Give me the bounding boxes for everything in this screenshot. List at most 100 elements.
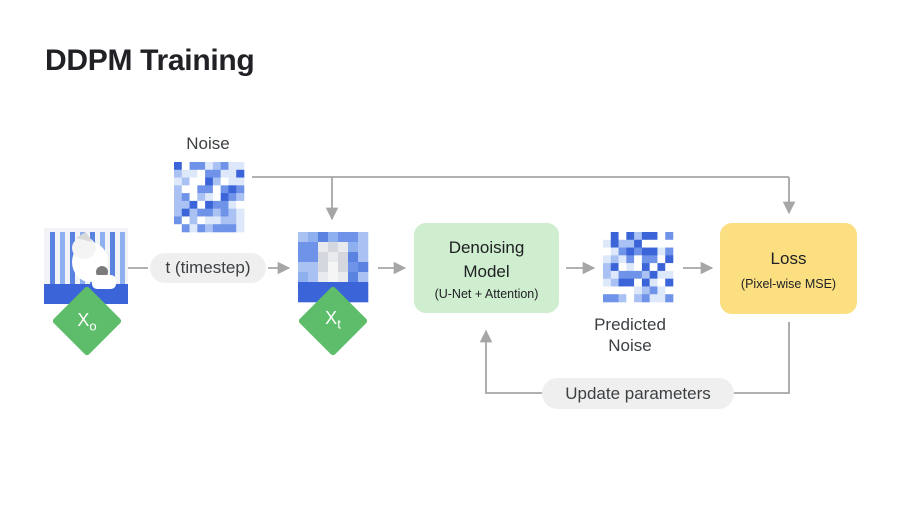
xt-pixel xyxy=(358,272,369,283)
xt-pixel xyxy=(298,292,309,303)
noise-image xyxy=(174,162,245,233)
noise-pixel xyxy=(197,208,206,217)
noise-pixel xyxy=(181,216,190,225)
xt-pixel xyxy=(318,262,329,273)
noise-pixel xyxy=(618,286,627,295)
noise-pixel xyxy=(603,286,612,295)
noise-pixel xyxy=(610,239,619,248)
noise-pixel xyxy=(189,216,198,225)
noise-pixel xyxy=(205,200,214,209)
xt-pixel xyxy=(308,262,319,273)
noise-pixel xyxy=(665,255,674,264)
xt-pixel xyxy=(318,282,329,293)
predicted-noise-image xyxy=(603,232,674,303)
noise-pixel xyxy=(181,193,190,202)
xt-pixel xyxy=(308,242,319,253)
dog-figure xyxy=(72,232,116,289)
noise-pixel xyxy=(603,255,612,264)
noise-pixel xyxy=(618,263,627,272)
xt-pixel xyxy=(318,232,329,243)
loss-subtitle: (Pixel-wise MSE) xyxy=(740,276,837,291)
xt-pixel xyxy=(348,252,359,263)
noise-pixel xyxy=(657,263,666,272)
noise-pixel xyxy=(205,208,214,217)
xt-label: Xt xyxy=(325,308,341,332)
xt-pixel xyxy=(328,232,339,243)
noise-pixel xyxy=(174,169,183,178)
xt-pixel xyxy=(318,272,329,283)
noise-pixel xyxy=(197,177,206,186)
noise-pixel xyxy=(174,185,183,194)
noise-pixel xyxy=(212,162,221,171)
xt-pixel xyxy=(318,242,329,253)
noise-pixel xyxy=(657,294,666,303)
noise-pixel xyxy=(603,278,612,287)
xt-pixel xyxy=(298,242,309,253)
noise-pixel xyxy=(197,193,206,202)
noise-pixel xyxy=(657,255,666,264)
model-subtitle: (U-Net + Attention) xyxy=(434,286,539,301)
noise-pixel xyxy=(657,286,666,295)
noise-pixel xyxy=(189,169,198,178)
noise-pixel xyxy=(189,185,198,194)
noise-pixel xyxy=(634,239,643,248)
noise-pixel xyxy=(665,278,674,287)
noise-pixel xyxy=(610,232,619,241)
noise-pixel xyxy=(641,239,650,248)
noise-pixel xyxy=(181,162,190,171)
noise-pixel xyxy=(236,177,245,186)
noise-pixel xyxy=(649,232,658,241)
xt-pixel xyxy=(348,282,359,293)
noise-pixel xyxy=(174,216,183,225)
noise-pixel xyxy=(189,200,198,209)
noise-pixel xyxy=(626,232,635,241)
noise-pixel xyxy=(236,200,245,209)
noise-pixel xyxy=(649,255,658,264)
noise-pixel xyxy=(634,247,643,256)
noise-pixel xyxy=(205,185,214,194)
xt-pixel xyxy=(348,272,359,283)
noise-pixel xyxy=(634,294,643,303)
noise-pixel xyxy=(212,216,221,225)
noise-pixel xyxy=(228,208,237,217)
noise-pixel xyxy=(181,169,190,178)
predicted-noise-label: Predicted Noise xyxy=(580,314,680,356)
noise-pixel xyxy=(657,239,666,248)
noise-pixel xyxy=(189,162,198,171)
noise-pixel xyxy=(212,169,221,178)
xt-pixel xyxy=(348,232,359,243)
xt-pixel xyxy=(358,252,369,263)
noise-pixel xyxy=(618,239,627,248)
noise-pixel xyxy=(228,162,237,171)
x0-image xyxy=(44,228,128,304)
noise-pixel xyxy=(665,247,674,256)
noise-pixel xyxy=(189,224,198,233)
noise-pixel xyxy=(220,216,229,225)
noise-pixel xyxy=(641,263,650,272)
noise-pixel xyxy=(189,208,198,217)
noise-pixel xyxy=(641,232,650,241)
noise-pixel xyxy=(641,247,650,256)
noise-pixel xyxy=(197,200,206,209)
noise-pixel xyxy=(657,278,666,287)
noise-pixel xyxy=(649,263,658,272)
xt-pixel xyxy=(318,252,329,263)
noise-pixel xyxy=(197,162,206,171)
noise-pixel xyxy=(603,294,612,303)
noise-pixel xyxy=(649,239,658,248)
noise-pixel xyxy=(618,294,627,303)
noise-pixel xyxy=(205,193,214,202)
noise-pixel xyxy=(610,255,619,264)
xt-pixel xyxy=(298,232,309,243)
xt-pixel xyxy=(338,252,349,263)
timestep-pill: t (timestep) xyxy=(150,253,266,283)
noise-pixel xyxy=(197,224,206,233)
stripe xyxy=(110,232,115,284)
noise-pixel xyxy=(212,185,221,194)
noise-pixel xyxy=(665,232,674,241)
noise-pixel xyxy=(649,247,658,256)
xt-pixel xyxy=(358,282,369,293)
noise-pixel xyxy=(634,278,643,287)
noise-pixel xyxy=(181,224,190,233)
noise-pixel xyxy=(220,169,229,178)
